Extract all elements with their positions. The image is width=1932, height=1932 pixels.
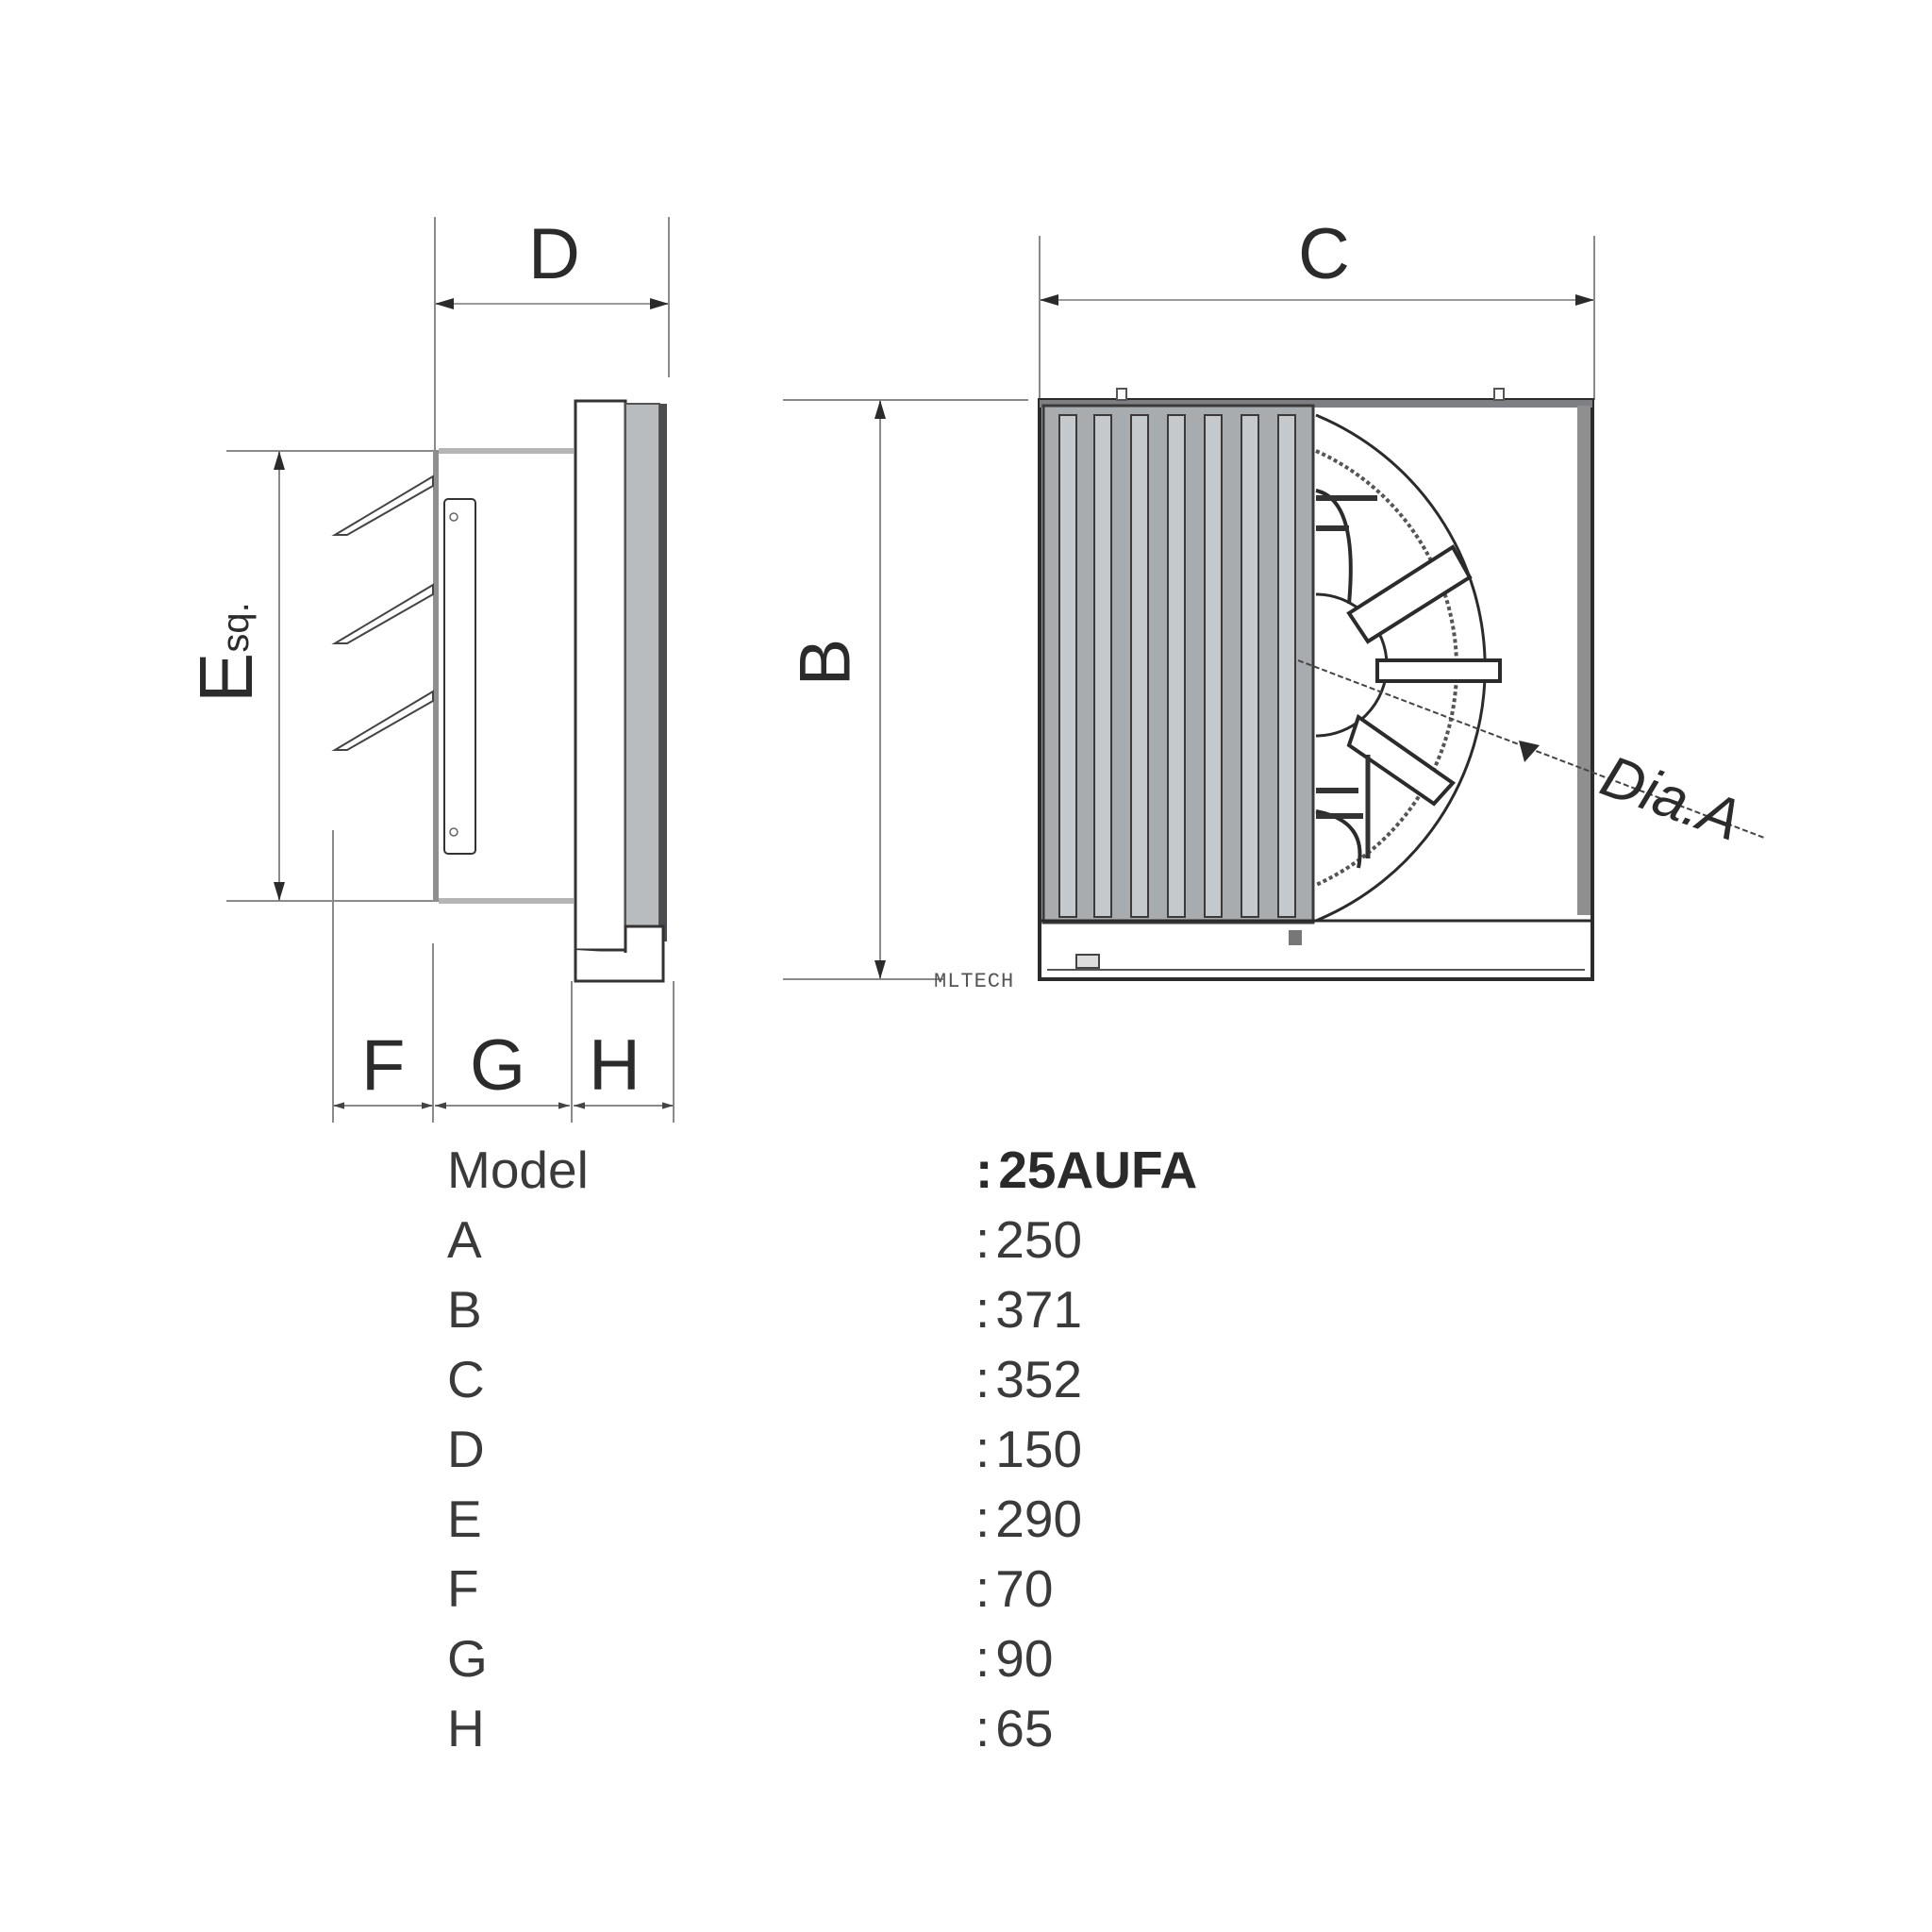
dimension-label-h: H xyxy=(589,1025,641,1106)
colon: : xyxy=(975,1350,991,1408)
value: 90 xyxy=(995,1629,1054,1688)
colon: : xyxy=(975,1420,991,1478)
value: 250 xyxy=(995,1210,1083,1269)
spec-key: H xyxy=(447,1699,485,1757)
colon: : xyxy=(975,1210,991,1269)
spec-value: :25AUFA xyxy=(975,1140,1197,1200)
value: 70 xyxy=(995,1559,1054,1618)
value: 290 xyxy=(995,1490,1083,1548)
dimension-e xyxy=(226,450,566,902)
spec-key: A xyxy=(447,1210,482,1269)
spec-key: B xyxy=(447,1280,482,1339)
value: 65 xyxy=(995,1699,1054,1757)
dimension-label-e: Esq. xyxy=(184,602,268,703)
side-view xyxy=(331,399,667,983)
model-value: 25AUFA xyxy=(998,1141,1198,1199)
colon: : xyxy=(975,1629,991,1688)
spec-value: :150 xyxy=(975,1419,1082,1479)
spec-key: E xyxy=(447,1490,482,1548)
spec-value: :352 xyxy=(975,1349,1082,1409)
value: 150 xyxy=(995,1420,1083,1478)
spec-key: F xyxy=(447,1559,479,1618)
spec-value: :371 xyxy=(975,1279,1082,1340)
e-letter: E xyxy=(184,652,268,703)
value: 371 xyxy=(995,1280,1083,1339)
spec-value: :90 xyxy=(975,1628,1053,1689)
spec-key: D xyxy=(447,1420,485,1478)
spec-value: :65 xyxy=(975,1698,1053,1758)
colon: : xyxy=(975,1490,991,1548)
e-suffix: sq. xyxy=(215,602,257,653)
spec-key: C xyxy=(447,1350,485,1408)
watermark: MLTECH xyxy=(934,970,1015,993)
spec-value: :250 xyxy=(975,1209,1082,1270)
colon: : xyxy=(975,1559,991,1618)
spec-key: G xyxy=(447,1629,488,1688)
dimension-b xyxy=(783,399,1028,980)
colon: : xyxy=(975,1699,991,1757)
spec-value: :290 xyxy=(975,1489,1082,1549)
front-view xyxy=(1038,388,1765,981)
dimension-label-d: D xyxy=(528,214,580,294)
dimension-label-b: B xyxy=(785,638,866,687)
spec-key: Model xyxy=(447,1141,589,1199)
dimension-label-c: C xyxy=(1298,214,1350,294)
dimension-label-f: F xyxy=(361,1025,406,1106)
dimension-fgh xyxy=(332,830,675,1123)
spec-value: :70 xyxy=(975,1558,1053,1619)
dimension-c xyxy=(1039,236,1595,400)
dimension-label-g: G xyxy=(470,1025,526,1106)
colon: : xyxy=(975,1141,993,1199)
value: 352 xyxy=(995,1350,1083,1408)
dimension-d xyxy=(434,217,670,451)
colon: : xyxy=(975,1280,991,1339)
